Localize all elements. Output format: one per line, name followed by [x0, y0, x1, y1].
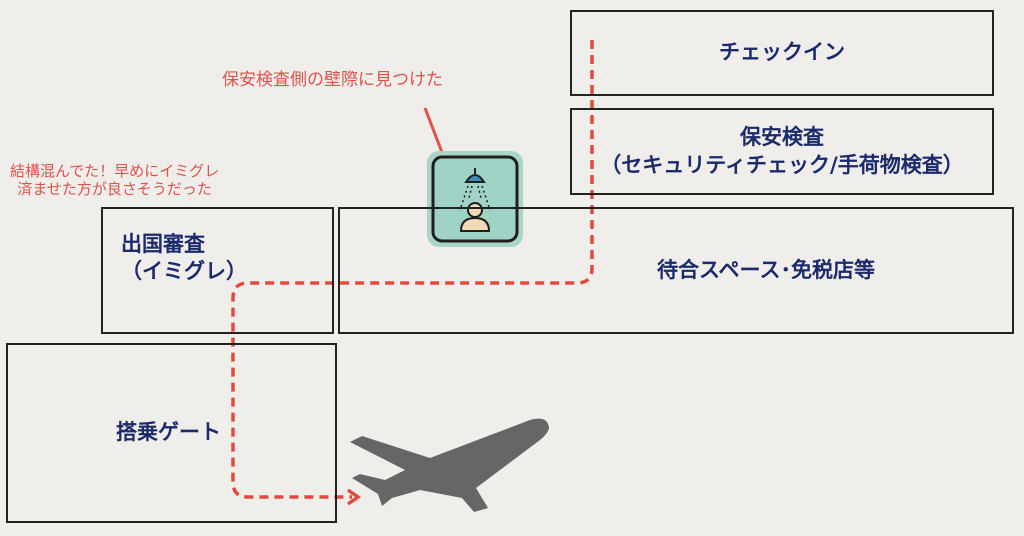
waiting-label: 待合スペース･免税店等 [657, 257, 875, 282]
crowd-note: 結構混んでた！早めにイミグレ済ませた方が良さそうだった [10, 162, 219, 198]
airplane-icon [350, 418, 549, 512]
crowd-note-line2: 済ませた方が良さそうだった [17, 180, 212, 198]
gate-area: 搭乗ゲート [6, 343, 337, 523]
emigration-label: 出国審査 [121, 232, 205, 256]
crowd-note-line1: 結構混んでた！早めにイミグレ [10, 162, 220, 180]
security-area: 保安検査（セキュリティチェック/手荷物検査） [570, 108, 994, 195]
route-path [231, 40, 594, 499]
checkin-area: チェックイン [570, 10, 994, 96]
emigration-sublabel: （イミグレ） [121, 259, 247, 284]
shower-icon [427, 151, 523, 247]
shower-note: 保安検査側の壁際に見つけた [222, 70, 443, 90]
gate-label: 搭乗ゲート [116, 420, 221, 445]
emigration-area: 出国審査 （イミグレ） [101, 207, 334, 334]
security-label: 保安検査 [740, 125, 824, 150]
checkin-label: チェックイン [719, 40, 845, 65]
route-arrowhead [346, 488, 362, 506]
security-sublabel: （セキュリティチェック/手荷物検査） [600, 152, 964, 177]
waiting-area: 待合スペース･免税店等 [338, 207, 1014, 334]
